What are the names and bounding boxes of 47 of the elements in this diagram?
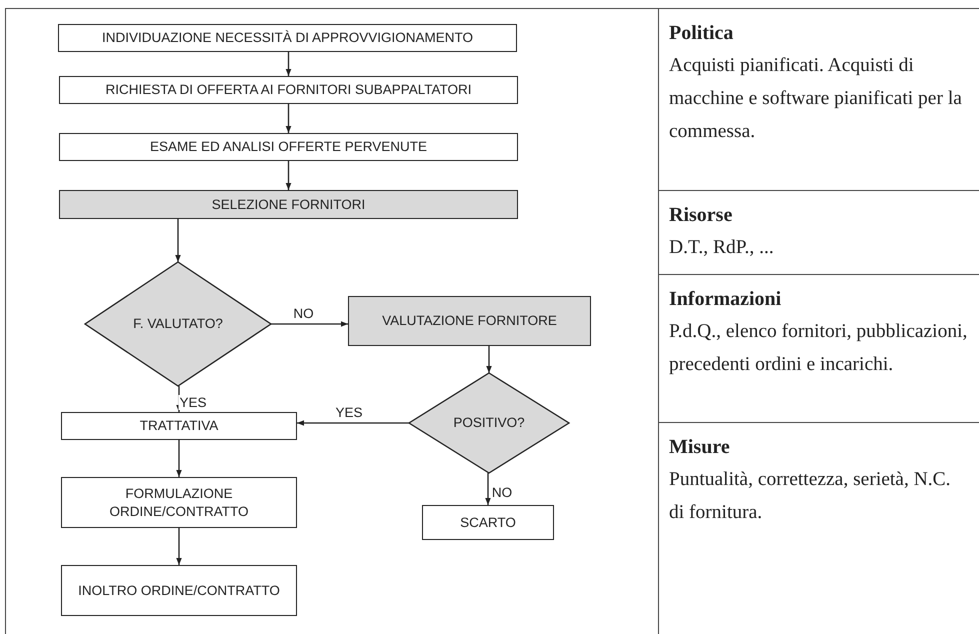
section-heading: Misure <box>669 435 730 460</box>
process-box <box>61 477 297 528</box>
box-label: SELEZIONE FORNITORI <box>210 196 366 214</box>
process-box <box>59 133 518 161</box>
arrow <box>271 321 348 327</box>
decision-label: F. VALUTATO? <box>132 315 224 333</box>
info-section <box>658 274 979 422</box>
box-label: INDIVIDUAZIONE NECESSITÀ DI APPROVVIGIONAMENTO <box>100 29 474 47</box>
box-label: ESAME ED ANALISI OFFERTE PERVENUTE <box>148 138 428 156</box>
decision-diamond <box>85 262 271 386</box>
edge-label: NO <box>292 306 315 321</box>
arrow <box>286 104 292 133</box>
section-text: Puntualità, correttezza, serietà, N.C. di fornitura. <box>669 468 952 525</box>
box-label: SCARTO <box>459 514 517 532</box>
box-label: INOLTRO ORDINE/CONTRATTO <box>77 582 281 600</box>
box-label: TRATTATIVA <box>138 417 220 435</box>
arrow <box>286 52 292 76</box>
section-heading: Risorse <box>669 203 732 228</box>
process-box <box>58 24 517 52</box>
edge-label: YES <box>334 405 364 420</box>
section-text: Acquisti pianificati. Acquisti di macchine e software pianificati per la commessa. <box>669 54 963 144</box>
process-box <box>59 190 518 219</box>
arrow <box>486 346 492 373</box>
section-text: P.d.Q., elenco fornitori, pubblicazioni, precedenti ordini e incarichi. <box>669 320 968 377</box>
arrow <box>175 219 181 262</box>
edge-label: NO <box>490 485 514 500</box>
process-box <box>422 505 554 540</box>
box-label: VALUTAZIONE FORNITORE <box>381 312 558 330</box>
arrow <box>286 161 292 190</box>
arrow <box>297 420 409 426</box>
info-section <box>658 422 979 634</box>
process-box <box>61 565 297 616</box>
arrow <box>176 440 182 477</box>
process-box <box>348 296 591 346</box>
section-heading: Politica <box>669 21 734 46</box>
process-box <box>61 412 297 440</box>
box-label: FORMULAZIONE ORDINE/CONTRATTO <box>108 484 250 520</box>
arrow <box>485 473 491 505</box>
edge-label: YES <box>178 395 208 410</box>
box-label: RICHIESTA DI OFFERTA AI FORNITORI SUBAPPALTATORI <box>104 81 473 99</box>
arrow <box>176 528 182 565</box>
section-text: D.T., RdP., ... <box>669 236 774 260</box>
process-box <box>59 76 518 104</box>
decision-diamond <box>409 373 569 473</box>
info-section <box>658 190 979 274</box>
decision-label: POSITIVO? <box>452 414 526 432</box>
section-heading: Informazioni <box>669 287 782 312</box>
